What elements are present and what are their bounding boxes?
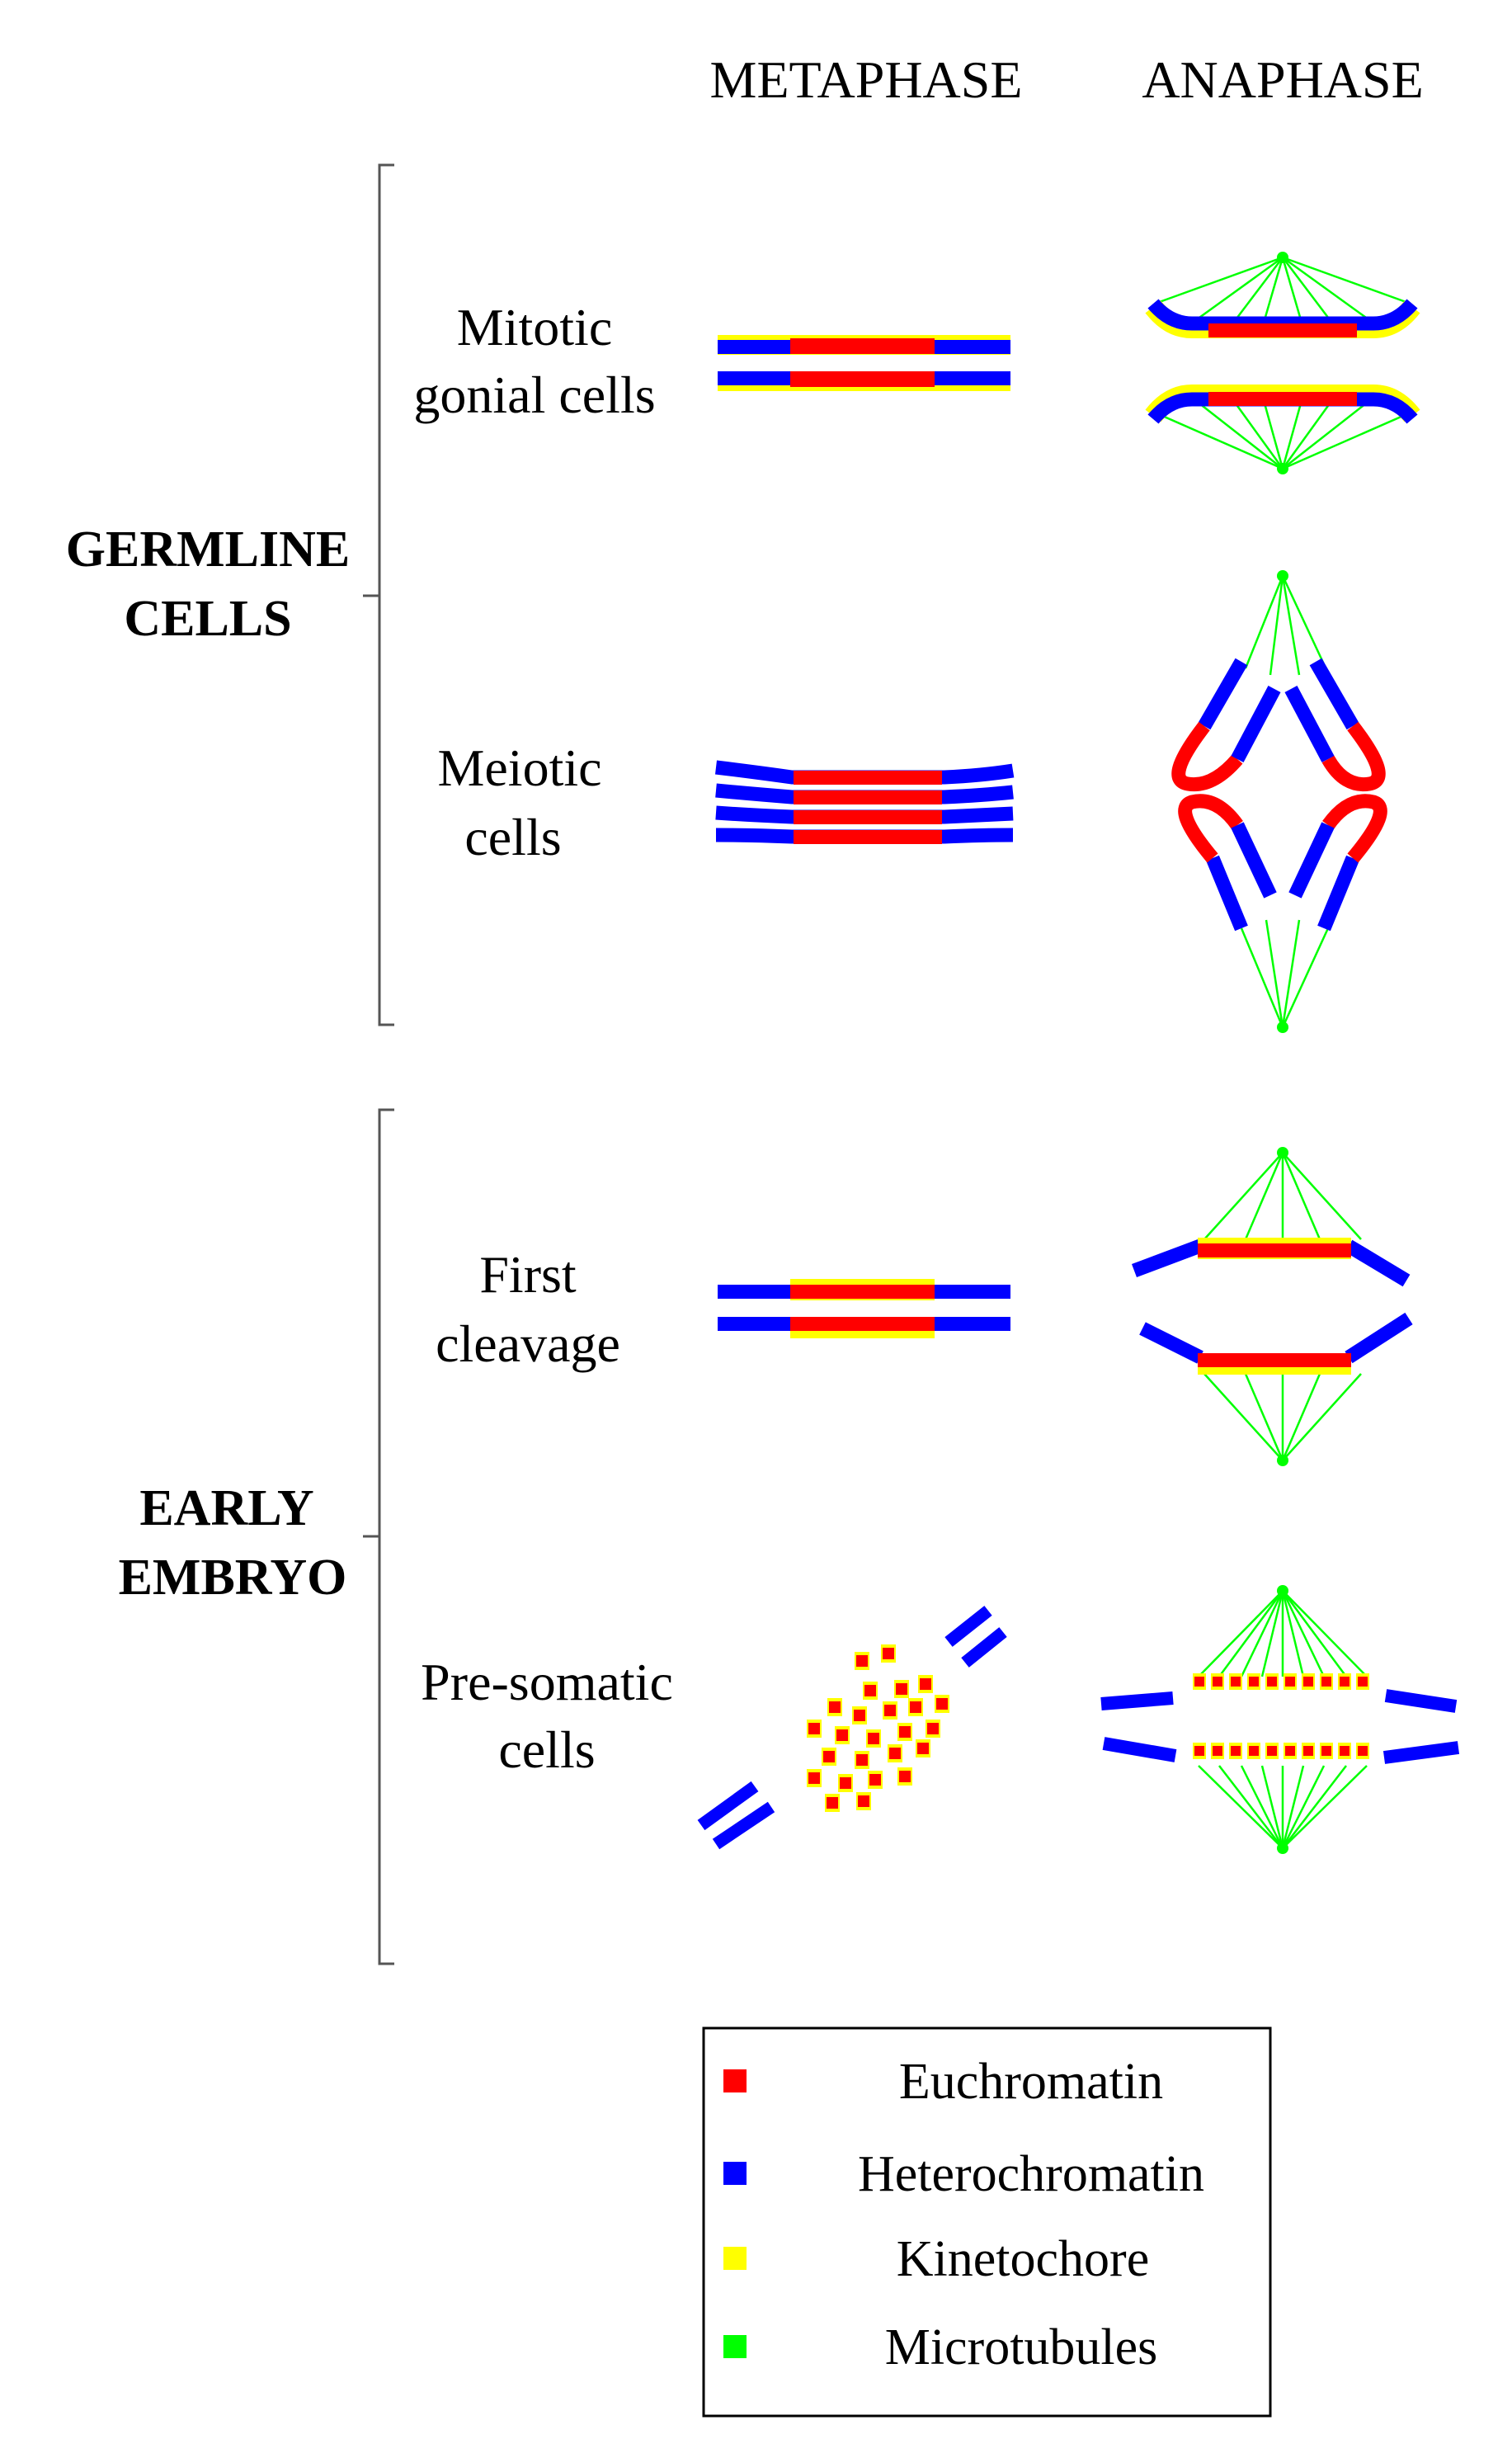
presomatic-metaphase	[697, 1606, 1007, 1850]
chromatin-fragment	[897, 1723, 912, 1741]
chromatin-fragment	[807, 1720, 822, 1738]
anaphase-header: ANAPHASE	[1142, 50, 1423, 109]
first-cleavage-label-1: First	[479, 1245, 577, 1304]
chromatin-fragment	[881, 1644, 896, 1663]
chromatin-fragment	[838, 1774, 853, 1792]
meiotic-anaphase	[1171, 570, 1387, 1033]
chromatin-fragment	[1320, 1743, 1333, 1759]
germline-label-2: CELLS	[124, 591, 291, 647]
legend-item-microtubules: Microtubules	[723, 2319, 1157, 2375]
legend-swatch-microtubules	[723, 2335, 747, 2358]
chromatin-fragment	[856, 1792, 871, 1810]
chromatin-fragment	[1302, 1673, 1315, 1690]
germline-label-1: GERMLINE	[66, 521, 350, 578]
chromatin-fragment	[1211, 1673, 1224, 1690]
chromatin-fragment	[1265, 1673, 1279, 1690]
chromatin-fragment	[807, 1769, 822, 1787]
legend-item-kinetochore: Kinetochore	[723, 2231, 1149, 2287]
mitotic-metaphase	[718, 335, 1010, 391]
legend-swatch-kinetochore	[723, 2247, 747, 2270]
embryo-label-2: EMBRYO	[119, 1550, 347, 1606]
chromatin-fragment	[1356, 1673, 1369, 1690]
first-cleavage-anaphase	[1132, 1147, 1413, 1466]
chromatin-fragment	[825, 1794, 840, 1812]
chromatin-fragment	[863, 1682, 878, 1700]
mitotic-anaphase	[1145, 252, 1420, 474]
mitotic-label-2: gonial cells	[413, 366, 655, 424]
embryo-label-1: EARLY	[139, 1480, 313, 1536]
chromatin-fragment	[835, 1726, 850, 1744]
legend-box	[702, 2026, 1272, 2418]
embryo-bracket	[363, 1108, 394, 1965]
meiotic-metaphase	[714, 760, 1015, 844]
presomatic-anaphase	[1100, 1585, 1460, 1854]
chromatin-fragment	[918, 1675, 933, 1693]
chromatin-fragment	[1193, 1673, 1206, 1690]
first-cleavage-label-2: cleavage	[436, 1314, 620, 1373]
chromatin-fragment	[897, 1767, 912, 1786]
legend-label-kinetochore: Kinetochore	[897, 2231, 1149, 2287]
chromatin-fragment	[868, 1771, 883, 1789]
germline-bracket	[363, 163, 394, 1026]
chromatin-fragment	[822, 1748, 836, 1766]
chromatin-fragment	[852, 1706, 867, 1724]
chromatin-fragment	[908, 1698, 923, 1716]
chromatin-fragment	[1193, 1743, 1206, 1759]
chromatin-fragment	[1229, 1673, 1242, 1690]
legend-item-heterochromatin: Heterochromatin	[723, 2146, 1204, 2202]
chromatin-fragment	[1211, 1743, 1224, 1759]
chromatin-fragment	[894, 1680, 909, 1698]
chromatin-fragment	[888, 1744, 902, 1762]
chromatin-fragment	[1284, 1673, 1297, 1690]
chromatin-fragment	[1284, 1743, 1297, 1759]
chromatin-fragment	[916, 1739, 930, 1757]
meiotic-label-1: Meiotic	[437, 738, 601, 797]
chromatin-fragment	[926, 1720, 940, 1738]
legend-item-euchromatin: Euchromatin	[723, 2054, 1163, 2110]
chromatin-fragment	[1356, 1743, 1369, 1759]
chromatin-fragment	[1338, 1673, 1351, 1690]
legend-swatch-euchromatin	[723, 2069, 747, 2092]
legend-swatch-heterochromatin	[723, 2162, 747, 2185]
legend: Euchromatin Heterochromatin Kinetochore …	[702, 2026, 1272, 2418]
legend-label-microtubules: Microtubules	[885, 2319, 1158, 2375]
metaphase-header: METAPHASE	[710, 50, 1023, 109]
chromatin-fragment	[1229, 1743, 1242, 1759]
chromatin-fragment	[1247, 1673, 1260, 1690]
presomatic-label-1: Pre-somatic	[421, 1653, 673, 1711]
chromatin-fragment	[866, 1729, 881, 1748]
mitotic-label-1: Mitotic	[457, 298, 612, 356]
chromatin-fragment	[1247, 1743, 1260, 1759]
legend-label-heterochromatin: Heterochromatin	[858, 2146, 1204, 2202]
chromatin-fragment	[855, 1751, 869, 1769]
chromatin-fragment	[883, 1701, 897, 1720]
chromatin-fragment	[935, 1695, 949, 1713]
chromatin-fragment	[827, 1698, 842, 1716]
chromatin-fragment	[1320, 1673, 1333, 1690]
chromatin-fragment	[1338, 1743, 1351, 1759]
first-cleavage-metaphase	[718, 1279, 1010, 1338]
legend-label-euchromatin: Euchromatin	[899, 2054, 1163, 2110]
chromatin-fragment	[855, 1652, 869, 1670]
presomatic-label-2: cells	[498, 1720, 595, 1779]
chromatin-fragment	[1265, 1743, 1279, 1759]
chromatin-fragment	[1302, 1743, 1315, 1759]
meiotic-label-2: cells	[464, 808, 561, 866]
